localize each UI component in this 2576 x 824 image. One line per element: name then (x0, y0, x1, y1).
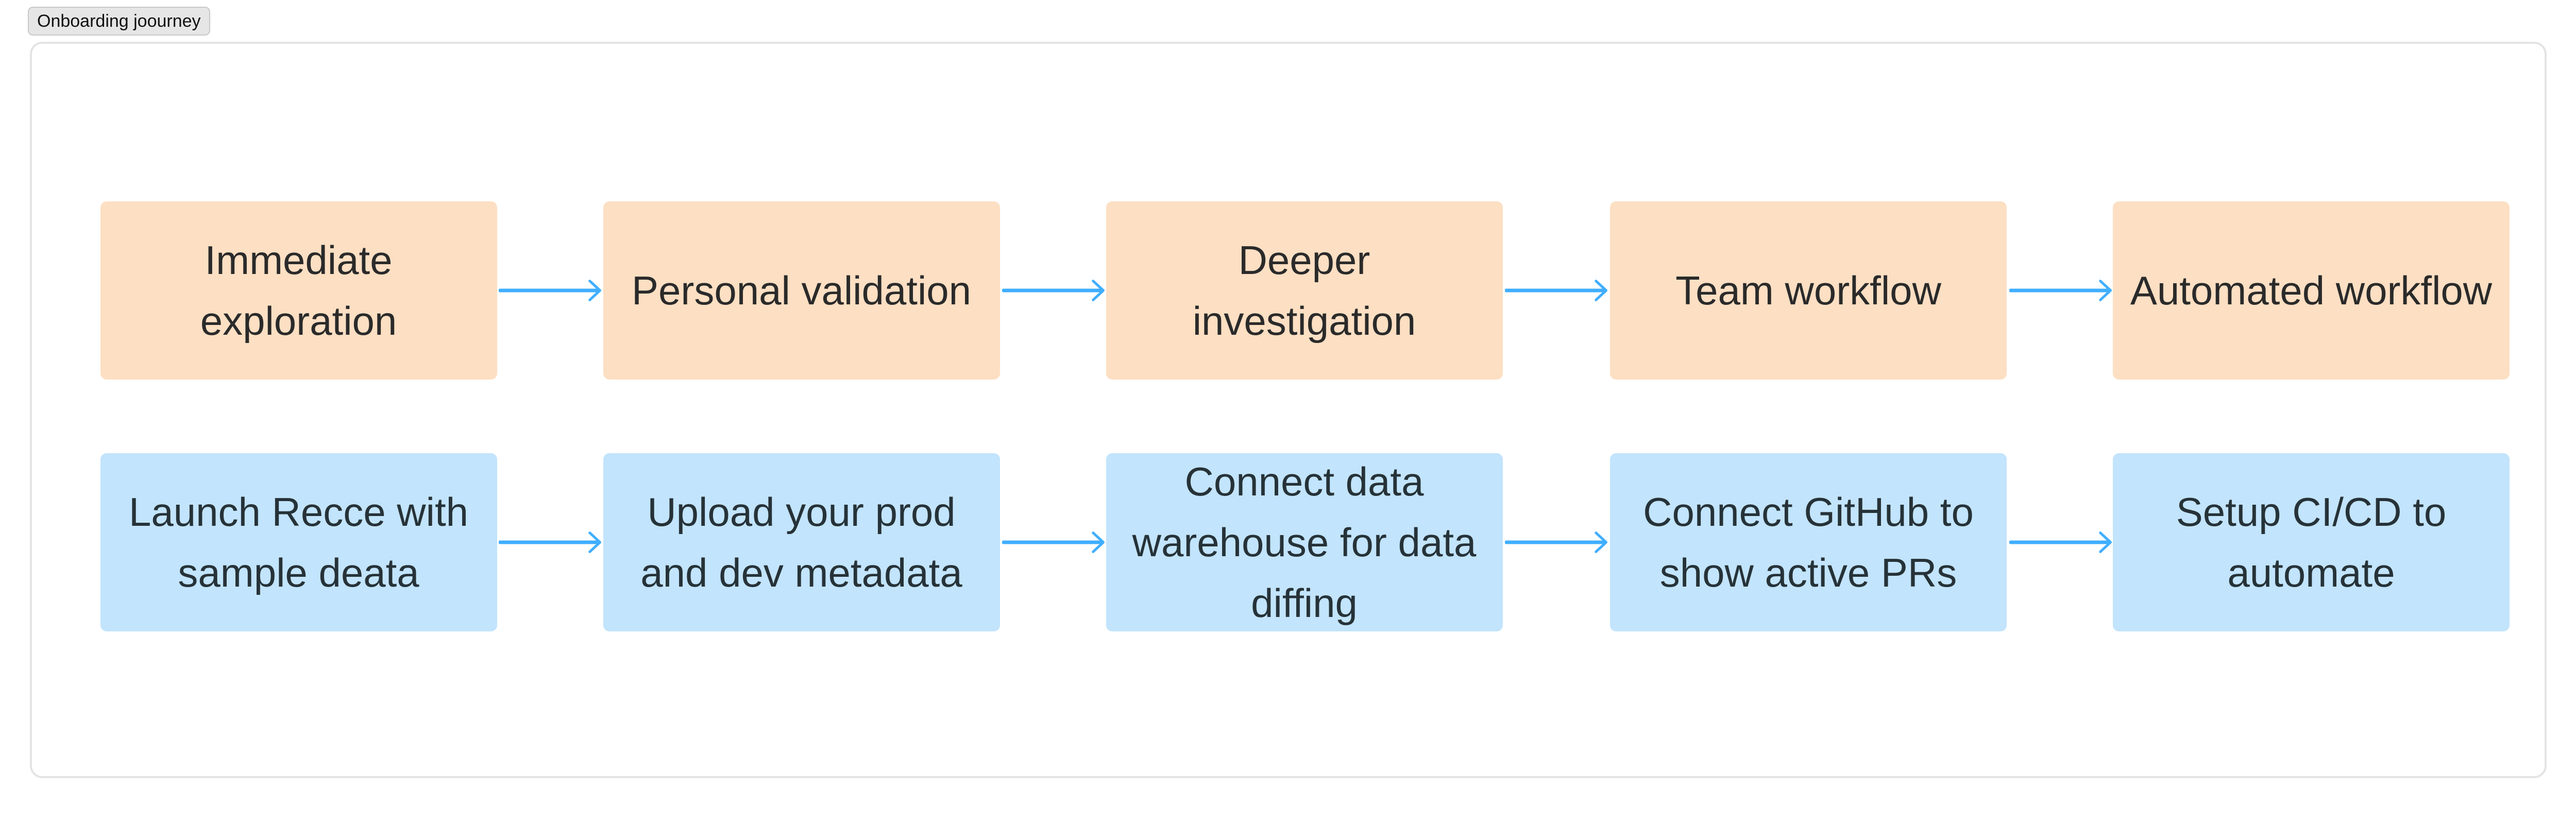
action-arrow-1-icon (498, 527, 604, 558)
stage-box-2: Personal validation (603, 201, 1000, 380)
action-arrow-2-icon (1002, 527, 1108, 558)
stage-box-5: Automated workflow (2112, 201, 2510, 380)
stage-box-1: Immediate exploration (100, 201, 497, 380)
action-box-1: Launch Recce with sample deata (100, 453, 497, 631)
action-arrow-4-icon (2009, 527, 2115, 558)
action-arrow-3-icon (1505, 527, 1611, 558)
action-box-3: Connect data warehouse for data diffing (1106, 453, 1503, 631)
action-box-5: Setup CI/CD to automate (2112, 453, 2510, 631)
action-box-4: Connect GitHub to show active PRs (1610, 453, 2007, 631)
stage-arrow-1-icon (498, 275, 604, 306)
stage-arrow-2-icon (1002, 275, 1108, 306)
diagram-frame (29, 42, 2547, 778)
action-box-2: Upload your prod and dev metadata (603, 453, 1000, 631)
stage-box-4: Team workflow (1610, 201, 2007, 380)
stage-arrow-4-icon (2009, 275, 2115, 306)
stage-arrow-3-icon (1505, 275, 1611, 306)
diagram-title-label: Onboarding joourney (28, 7, 210, 36)
stage-box-3: Deeper investigation (1106, 201, 1503, 380)
